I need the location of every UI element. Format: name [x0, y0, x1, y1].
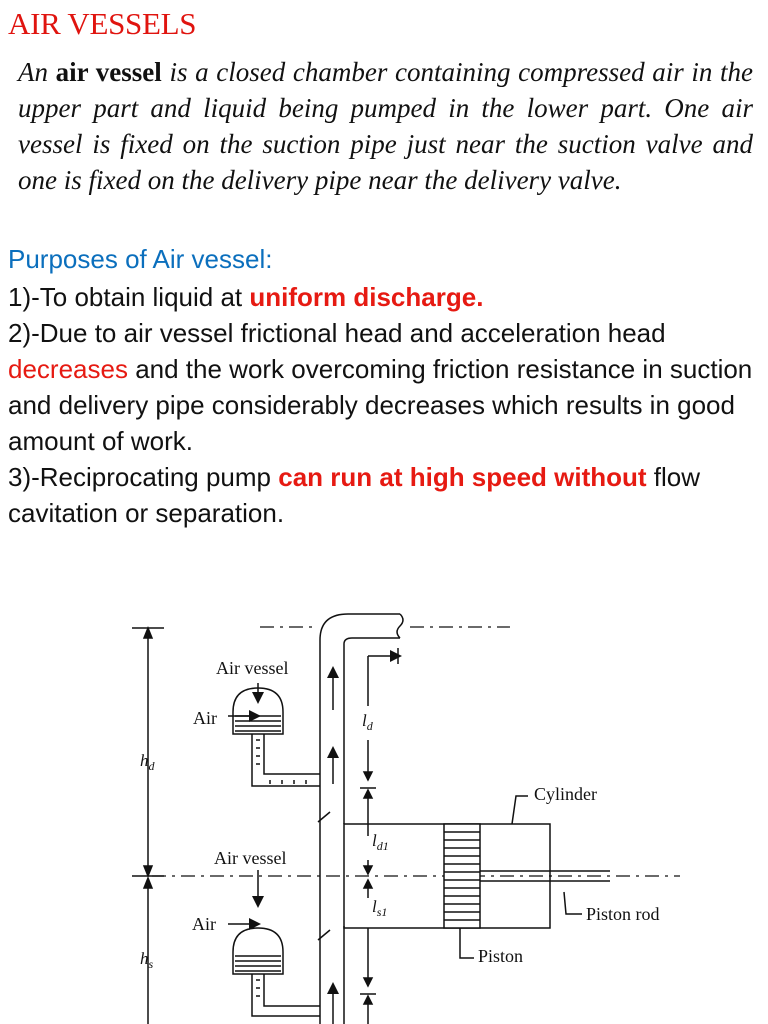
- symbol-hs: hs: [140, 949, 154, 971]
- symbol-hs-sub: s: [149, 957, 154, 971]
- intro-term: air vessel: [55, 57, 162, 87]
- label-air-vessel-bottom: Air vessel: [214, 848, 286, 868]
- purpose-item-1: 1)-To obtain liquid at uniform discharge…: [8, 279, 763, 315]
- length-dimensions: [360, 648, 402, 1024]
- air-vessel-bottom: [228, 870, 320, 1017]
- piston-rod-leader: [563, 891, 582, 915]
- intro-paragraph: An air vessel is a closed chamber contai…: [18, 54, 753, 198]
- purpose-2-text-b: and the work overcoming friction resista…: [8, 354, 753, 456]
- purpose-2-text-a: 2)-Due to air vessel frictional head and…: [8, 318, 666, 348]
- symbol-ld1: ld1: [372, 831, 389, 853]
- symbol-ld1-main: l: [372, 831, 377, 850]
- page-title: AIR VESSELS: [8, 6, 197, 41]
- purpose-1-highlight: uniform discharge.: [249, 282, 484, 312]
- label-air-top: Air: [193, 708, 217, 728]
- symbol-hs-main: h: [140, 949, 149, 968]
- purpose-3-text-b: flow cavitation or separation.: [8, 462, 701, 528]
- purpose-item-2: 2)-Due to air vessel frictional head and…: [8, 315, 763, 459]
- delivery-pipe: [319, 613, 404, 1024]
- label-air-bottom: Air: [192, 914, 216, 934]
- label-piston: Piston: [478, 946, 523, 966]
- intro-rest: is a closed chamber containing compresse…: [18, 57, 754, 195]
- symbol-ld-sub: d: [367, 719, 374, 733]
- piston-leader: [459, 928, 474, 959]
- purpose-3-highlight: can run at high speed without: [278, 462, 647, 492]
- symbol-ls1-sub: s1: [377, 905, 388, 919]
- purposes-heading: Purposes of Air vessel:: [8, 244, 273, 274]
- suction-valve: [317, 929, 331, 941]
- purpose-3-text-a: 3)-Reciprocating pump: [8, 462, 279, 492]
- cylinder-leader: [511, 795, 528, 825]
- head-dimension: [132, 625, 164, 1024]
- symbol-hd-sub: d: [149, 759, 156, 773]
- delivery-valve: [317, 811, 331, 823]
- label-air-vessel-top: Air vessel: [216, 658, 288, 678]
- symbol-hd: hd: [140, 751, 156, 773]
- purposes-list: 1)-To obtain liquid at uniform discharge…: [8, 279, 763, 531]
- symbol-ld-main: l: [362, 711, 367, 730]
- purpose-2-highlight: decreases: [8, 354, 128, 384]
- purpose-1-text: 1)-To obtain liquid at: [8, 282, 250, 312]
- symbol-ls1: ls1: [372, 897, 387, 919]
- symbol-ld: ld: [362, 711, 374, 733]
- symbol-ls1-main: l: [372, 897, 377, 916]
- air-vessel-top: [228, 683, 320, 787]
- air-vessel-diagram: Air vessel Air Air vessel Air Cylinder P…: [132, 613, 680, 1024]
- intro-lead: An: [18, 57, 48, 87]
- label-cylinder: Cylinder: [534, 784, 597, 804]
- symbol-ld1-sub: d1: [377, 839, 389, 853]
- purpose-item-3: 3)-Reciprocating pump can run at high sp…: [8, 459, 763, 531]
- piston: [443, 823, 481, 929]
- label-piston-rod: Piston rod: [586, 904, 660, 924]
- reference-lines: [152, 626, 680, 877]
- symbol-hd-main: h: [140, 751, 149, 770]
- piston-rod: [480, 870, 610, 882]
